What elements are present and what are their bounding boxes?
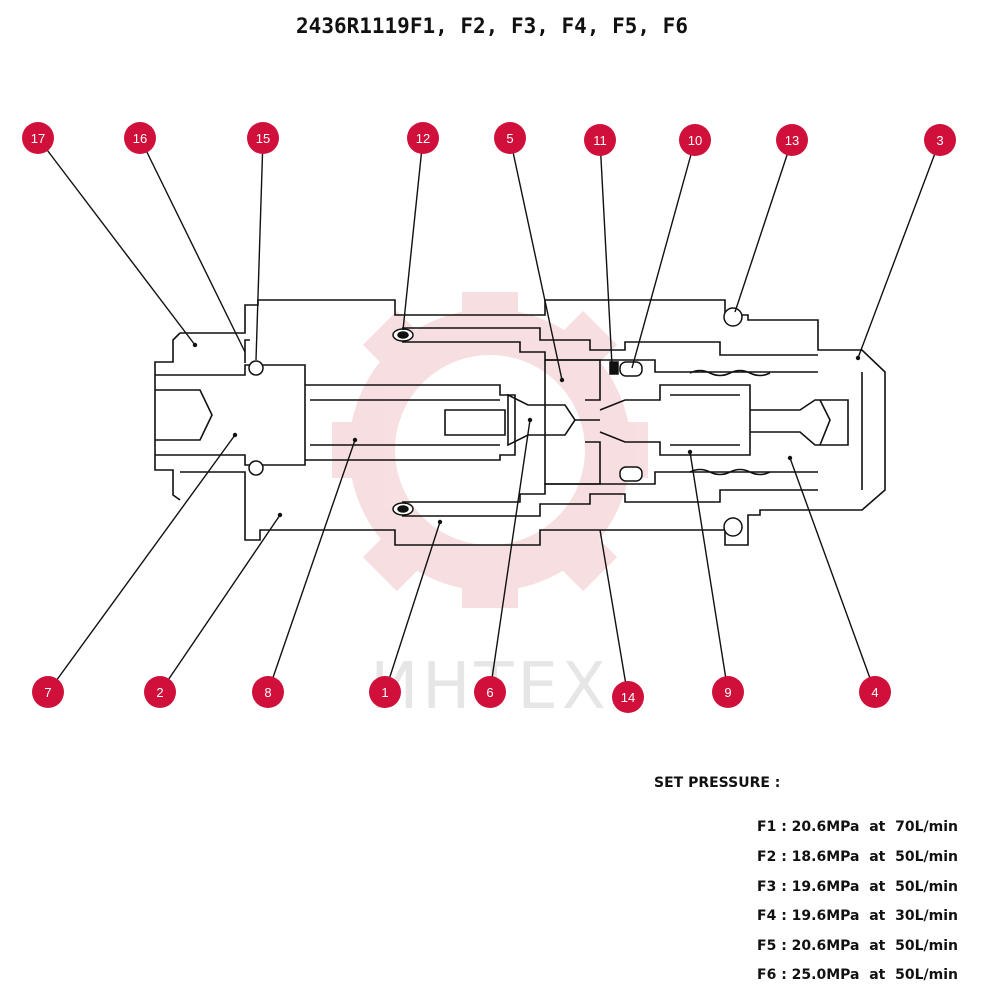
callout-8: 8 — [252, 676, 284, 708]
spec-row-f5: F5 : 20.6MPa at 50L/min — [757, 938, 958, 954]
callout-5: 5 — [494, 122, 526, 154]
callout-7: 7 — [32, 676, 64, 708]
callout-14: 14 — [612, 681, 644, 713]
callout-3: 3 — [924, 124, 956, 156]
spec-row-f1: F1 : 20.6MPa at 70L/min — [757, 819, 958, 835]
svg-text:15: 15 — [256, 131, 270, 146]
spec-row-f6: F6 : 25.0MPa at 50L/min — [757, 967, 958, 983]
svg-text:17: 17 — [31, 131, 45, 146]
callout-6: 6 — [474, 676, 506, 708]
callout-11: 11 — [584, 124, 616, 156]
callout-1: 1 — [369, 676, 401, 708]
svg-text:9: 9 — [724, 685, 731, 700]
callout-9: 9 — [712, 676, 744, 708]
svg-text:6: 6 — [486, 685, 493, 700]
svg-text:7: 7 — [44, 685, 51, 700]
callout-2: 2 — [144, 676, 176, 708]
callout-16: 16 — [124, 122, 156, 154]
svg-text:4: 4 — [871, 685, 878, 700]
callout-4: 4 — [859, 676, 891, 708]
callout-17: 17 — [22, 122, 54, 154]
valve-outline — [154, 299, 886, 546]
svg-text:16: 16 — [133, 131, 147, 146]
svg-text:5: 5 — [506, 131, 513, 146]
svg-text:2: 2 — [156, 685, 163, 700]
callouts: 17 16 15 12 5 11 10 13 3 7 2 8 1 6 14 9 … — [22, 122, 956, 713]
spec-row-f3: F3 : 19.6MPa at 50L/min — [757, 879, 958, 895]
callout-15: 15 — [247, 122, 279, 154]
diagram-title: 2436R1119F1, F2, F3, F4, F5, F6 — [296, 14, 688, 38]
svg-text:11: 11 — [593, 133, 607, 148]
spec-row-f4: F4 : 19.6MPa at 30L/min — [757, 908, 958, 924]
svg-text:13: 13 — [785, 133, 799, 148]
svg-text:3: 3 — [936, 133, 943, 148]
leader-lines — [37, 137, 941, 698]
svg-text:12: 12 — [416, 131, 430, 146]
svg-text:1: 1 — [381, 685, 388, 700]
callout-10: 10 — [679, 124, 711, 156]
set-pressure-heading: SET PRESSURE : — [654, 775, 781, 791]
spec-row-f2: F2 : 18.6MPa at 50L/min — [757, 849, 958, 865]
callout-13: 13 — [776, 124, 808, 156]
part-dots — [192, 342, 861, 525]
svg-text:14: 14 — [621, 690, 635, 705]
svg-text:10: 10 — [688, 133, 702, 148]
svg-text:8: 8 — [264, 685, 271, 700]
o-rings — [248, 307, 743, 537]
callout-12: 12 — [407, 122, 439, 154]
